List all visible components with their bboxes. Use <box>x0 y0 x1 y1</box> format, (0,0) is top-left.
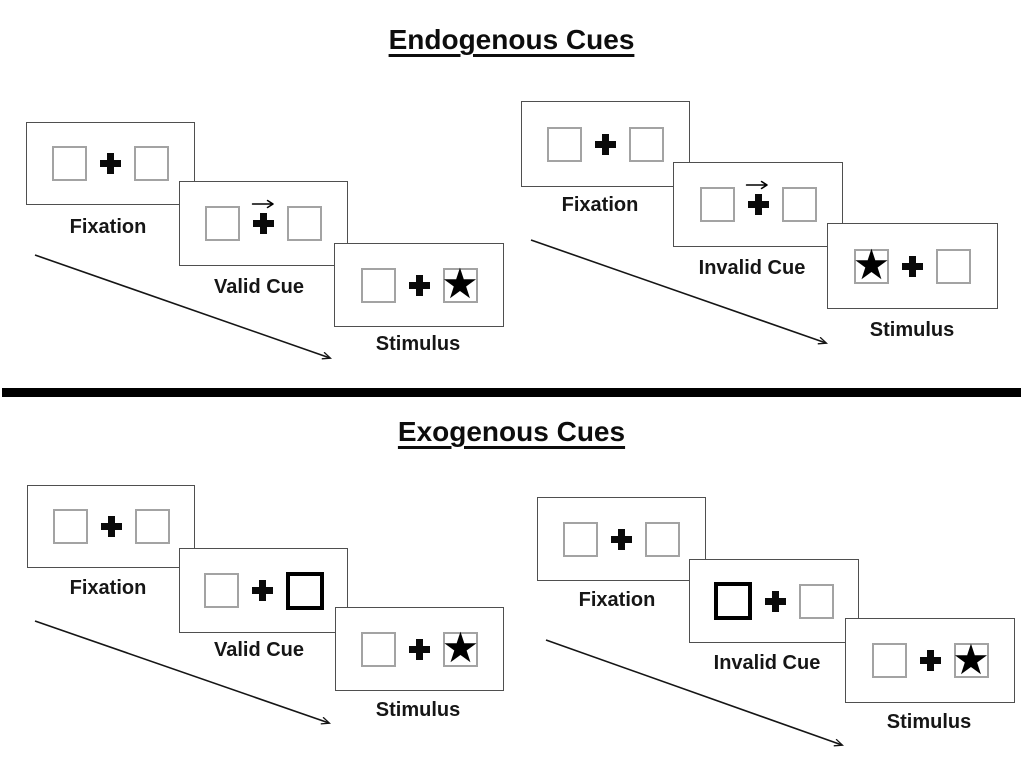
section-title-exogenous: Exogenous Cues <box>397 416 626 447</box>
endogenous-valid-cue-panel <box>179 181 348 266</box>
panel-label-stimulus: Stimulus <box>869 319 955 341</box>
right-placeholder-box <box>134 146 169 181</box>
right-stimulus-box: ★ <box>441 623 480 672</box>
cue-arrow-icon <box>745 180 768 190</box>
exogenous-valid-cue-panel <box>179 548 348 633</box>
fixation-cross-icon <box>409 638 430 660</box>
left-placeholder-box <box>203 573 239 608</box>
fixation-cross-icon <box>253 213 274 234</box>
left-placeholder-box <box>52 509 88 544</box>
star-stimulus: ★ <box>952 634 990 684</box>
panel-label-fixation: Fixation <box>578 589 656 611</box>
cue-arrow-icon <box>251 199 274 209</box>
timeline-arrow-endogenous-invalid <box>530 239 826 343</box>
fixation-cross-icon <box>595 133 616 155</box>
left-placeholder-box <box>871 643 907 678</box>
star-stimulus: ★ <box>441 259 479 308</box>
panel-label-stimulus: Stimulus <box>375 699 461 721</box>
right-placeholder-box <box>629 126 664 162</box>
panel-label-valid-cue: Valid Cue <box>213 276 305 298</box>
fixation-cross-icon <box>902 255 923 277</box>
timeline-arrow-endogenous-valid <box>34 254 330 358</box>
right-placeholder-box <box>781 187 817 222</box>
fixation-cross-icon <box>747 194 769 215</box>
right-placeholder-box <box>287 206 322 241</box>
right-placeholder-box <box>936 248 971 284</box>
right-stimulus-box: ★ <box>952 634 990 684</box>
left-placeholder-box <box>205 206 240 241</box>
left-placeholder-box <box>52 146 87 181</box>
fixation-cross-icon <box>408 274 430 296</box>
endogenous-valid-fixation-panel <box>26 122 195 205</box>
exogenous-valid-fixation-panel <box>27 485 195 568</box>
right-stimulus-box: ★ <box>441 259 479 308</box>
endogenous-valid-stimulus-panel: ★ <box>334 243 504 327</box>
star-stimulus: ★ <box>441 623 480 672</box>
endogenous-invalid-cue-panel <box>673 162 843 247</box>
fixation-cross-icon <box>100 516 122 537</box>
exogenous-invalid-stimulus-panel: ★ <box>845 618 1015 703</box>
panel-label-stimulus: Stimulus <box>886 711 972 733</box>
fixation-cross-icon <box>919 650 941 671</box>
panel-label-fixation: Fixation <box>69 216 147 238</box>
timeline-arrow-exogenous-valid <box>34 620 329 723</box>
left-placeholder-box <box>360 267 396 303</box>
section-title-endogenous: Endogenous Cues <box>388 24 635 55</box>
fixation-cross-icon <box>765 590 786 612</box>
panel-label-fixation: Fixation <box>561 194 639 216</box>
section-divider <box>2 388 1021 397</box>
fixation-cross-icon <box>100 153 121 174</box>
left-placeholder-box <box>547 126 582 162</box>
panel-label-fixation: Fixation <box>69 577 147 599</box>
right-highlight-cue-box <box>285 571 324 610</box>
endogenous-invalid-stimulus-panel: ★ <box>827 223 998 309</box>
panel-label-valid-cue: Valid Cue <box>213 639 305 661</box>
endogenous-invalid-fixation-panel <box>521 101 690 187</box>
left-placeholder-box <box>361 631 396 667</box>
exogenous-valid-stimulus-panel: ★ <box>335 607 504 691</box>
left-placeholder-box <box>563 521 598 557</box>
panel-label-invalid-cue: Invalid Cue <box>713 652 821 674</box>
right-placeholder-box <box>134 509 170 544</box>
fixation-cross-icon <box>251 580 273 601</box>
left-highlight-cue-box <box>714 582 752 620</box>
left-stimulus-box: ★ <box>852 240 891 289</box>
exogenous-invalid-cue-panel <box>689 559 859 643</box>
right-placeholder-box <box>645 521 680 557</box>
star-stimulus: ★ <box>852 240 891 289</box>
panel-label-stimulus: Stimulus <box>375 333 461 355</box>
exogenous-invalid-fixation-panel <box>537 497 706 581</box>
left-placeholder-box <box>699 187 735 222</box>
fixation-cross-icon <box>611 528 632 550</box>
right-placeholder-box <box>799 583 834 619</box>
panel-label-invalid-cue: Invalid Cue <box>698 257 806 279</box>
